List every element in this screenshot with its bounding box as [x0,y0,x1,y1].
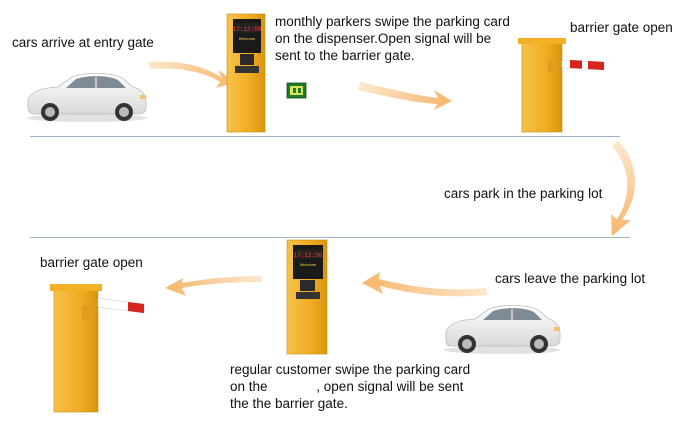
card-reader-icon [286,82,307,99]
bottom-divider [30,237,630,238]
monthly-line-1: monthly parkers swipe the parking card [275,14,510,29]
regular-line-1: regular customer swipe the parking card [230,362,471,377]
car-top [27,72,147,122]
kiosk-top: 17:12:58 Welcome [226,13,266,133]
monthly-line-2: on the dispenser.Open signal will be [275,31,492,46]
car-bottom [444,304,561,354]
top-divider [30,136,620,137]
arrow-kiosk-to-gate [358,82,452,110]
kiosk-bottom: 17:12:58 Welcome [286,239,328,355]
regular-customer-label: regular customer swipe the parking card … [230,361,470,412]
kiosk-bottom-sub: Welcome [300,262,317,267]
entry-label: cars arrive at entry gate [12,35,154,50]
arrow-kiosk-to-gate-bottom [165,276,262,296]
regular-line-2: on the , open signal will be sent [230,379,464,394]
gate-open-top-label: barrier gate open [570,20,673,35]
gate-open-bottom-label: barrier gate open [40,255,143,270]
kiosk-top-sub: Welcome [239,36,256,41]
arrow-entry-to-kiosk [148,61,236,88]
kiosk-bottom-time: 17:12:58 [294,252,323,259]
monthly-parkers-label: monthly parkers swipe the parking card o… [275,13,510,64]
leave-label: cars leave the parking lot [495,271,646,286]
park-label: cars park in the parking lot [444,186,603,201]
arrow-leave-to-kiosk [362,272,488,297]
kiosk-top-time: 17:12:58 [233,26,262,33]
barrier-gate-top [518,38,605,133]
monthly-line-3: sent to the barrier gate. [275,48,415,63]
regular-line-3: the the barrier gate. [230,396,348,411]
barrier-gate-bottom [50,284,145,413]
arrow-down-right [611,140,636,236]
